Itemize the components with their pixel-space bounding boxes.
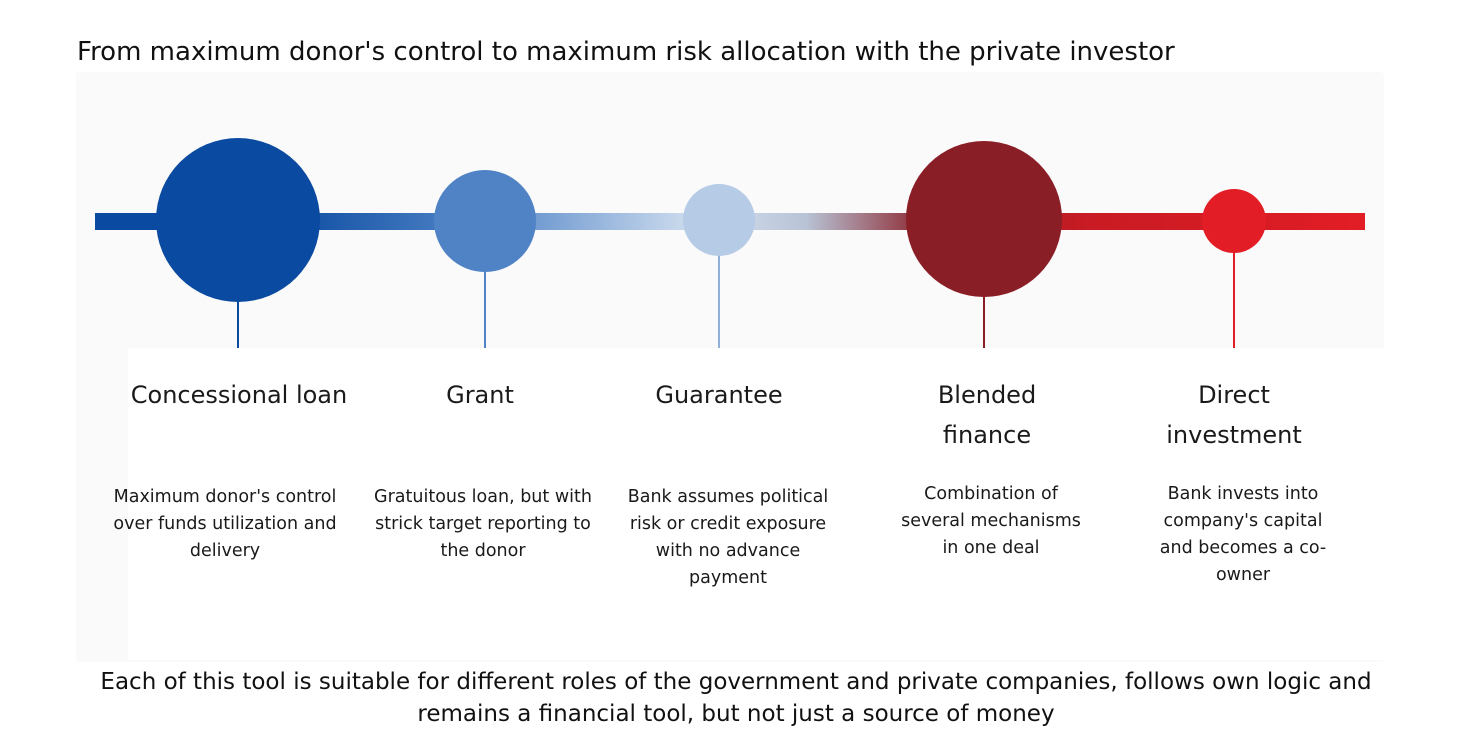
stage-label-grant: Grant (446, 381, 514, 409)
stage-description-guarantee: Bank assumes political risk or credit ex… (627, 487, 829, 588)
stage-description-concessional-loan: Maximum donor's control over funds utili… (113, 487, 337, 561)
footer-note: Each of this tool is suitable for differ… (100, 669, 1372, 727)
circle-direct-investment (1202, 189, 1266, 253)
circle-concessional-loan (156, 138, 320, 302)
circle-blended-finance (906, 141, 1062, 297)
stage-description-blended-finance: Combination of several mechanisms in one… (901, 484, 1081, 558)
stage-label-direct-investment: Direct investment (1166, 381, 1302, 449)
page-title: From maximum donor's control to maximum … (77, 37, 1175, 67)
stage-label-concessional-loan: Concessional loan (130, 381, 348, 409)
stage-description-grant: Gratuitous loan, but with strick target … (374, 487, 592, 561)
text-area (128, 348, 1384, 660)
circle-guarantee (683, 184, 755, 256)
stage-label-blended-finance: Blended finance (937, 381, 1037, 449)
stage-label-guarantee: Guarantee (655, 381, 783, 409)
circle-grant (434, 170, 536, 272)
stage-description-direct-investment: Bank invests into company's capital and … (1159, 484, 1327, 585)
